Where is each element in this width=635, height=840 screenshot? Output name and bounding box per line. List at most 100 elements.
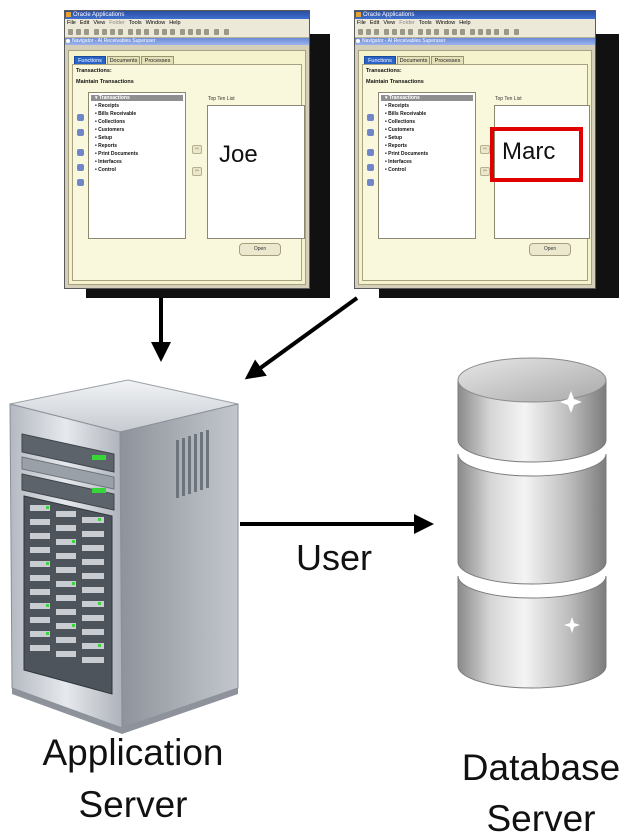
top-ten-label: Top Ten List	[208, 96, 235, 102]
toolbar-icon[interactable]	[84, 29, 89, 35]
top-ten-list[interactable]	[207, 105, 305, 239]
menu-folder[interactable]: Folder	[109, 20, 125, 26]
open-button[interactable]: Open	[529, 243, 571, 256]
menu-view[interactable]: View	[383, 20, 396, 26]
toolbar-icon[interactable]	[144, 29, 149, 35]
oracle-app-icon	[66, 12, 71, 17]
tree-item[interactable]: • Setup	[385, 135, 403, 141]
toolbar-icon[interactable]	[494, 29, 499, 35]
toolbar-icon[interactable]	[426, 29, 431, 35]
expand-branch-icon[interactable]	[77, 149, 84, 156]
expand-icon[interactable]	[77, 114, 84, 121]
toolbar-icon[interactable]	[392, 29, 397, 35]
toolbar-icon[interactable]	[486, 29, 491, 35]
expand-all-icon[interactable]	[77, 164, 84, 171]
tree-item[interactable]: • Print Documents	[385, 151, 429, 157]
toolbar-icon[interactable]	[162, 29, 167, 35]
toolbar-icon[interactable]	[374, 29, 379, 35]
tree-item[interactable]: • Receipts	[385, 103, 409, 109]
toolbar-icon[interactable]	[358, 29, 363, 35]
menu-file[interactable]: File	[67, 20, 76, 26]
db-server-label-line2: Server	[486, 798, 596, 839]
toolbar-icon[interactable]	[470, 29, 475, 35]
menu-edit[interactable]: Edit	[369, 20, 380, 26]
toolbar-icon[interactable]	[504, 29, 509, 35]
toolbar-icon[interactable]	[452, 29, 457, 35]
toolbar-icon[interactable]	[94, 29, 99, 35]
tree-item[interactable]: • Setup	[95, 135, 113, 141]
user-name-marc: Marc	[502, 138, 556, 165]
remove-from-list-icon[interactable]: ⇦	[480, 167, 490, 176]
toolbar-icon[interactable]	[68, 29, 73, 35]
tree-item[interactable]: • Bills Receivable	[385, 111, 427, 117]
tree-item[interactable]: • Interfaces	[95, 159, 122, 165]
menu-edit[interactable]: Edit	[79, 20, 90, 26]
open-button[interactable]: Open	[239, 243, 281, 256]
collapse-all-icon[interactable]	[77, 179, 84, 186]
collapse-all-icon[interactable]	[367, 179, 374, 186]
menu-tools[interactable]: Tools	[418, 20, 432, 26]
navigator-icon	[356, 39, 360, 43]
toolbar-icon[interactable]	[384, 29, 389, 35]
expand-branch-icon[interactable]	[367, 149, 374, 156]
navigator-title: Navigator - AI Receivables Superuser	[72, 38, 156, 44]
toolbar-icon[interactable]	[418, 29, 423, 35]
menu-file[interactable]: File	[357, 20, 366, 26]
toolbar-icon[interactable]	[214, 29, 219, 35]
heading-transactions: Transactions:	[366, 68, 402, 74]
tree-item[interactable]: • Customers	[385, 127, 415, 133]
collapse-icon[interactable]	[367, 129, 374, 136]
menu-folder[interactable]: Folder	[399, 20, 415, 26]
toolbar-icon[interactable]	[444, 29, 449, 35]
toolbar-icon[interactable]	[204, 29, 209, 35]
tree-item[interactable]: • Customers	[95, 127, 125, 133]
add-to-list-icon[interactable]: ⇨	[480, 145, 490, 154]
tree-item[interactable]: • Collections	[95, 119, 126, 125]
toolbar-icon[interactable]	[170, 29, 175, 35]
expand-icon[interactable]	[367, 114, 374, 121]
toolbar-icon[interactable]	[400, 29, 405, 35]
tree-item[interactable]: ▾ Transactions	[381, 95, 473, 101]
menu-help[interactable]: Help	[169, 20, 181, 26]
toolbar-icon[interactable]	[118, 29, 123, 35]
toolbar-icon[interactable]	[188, 29, 193, 35]
toolbar-icon[interactable]	[408, 29, 413, 35]
help-icon[interactable]	[224, 29, 229, 35]
menu-window[interactable]: Window	[145, 20, 166, 26]
tree-item[interactable]: • Collections	[385, 119, 416, 125]
tree-item[interactable]: • Print Documents	[95, 151, 139, 157]
toolbar-icon[interactable]	[110, 29, 115, 35]
tree-item[interactable]: • Control	[95, 167, 116, 173]
menu-view[interactable]: View	[93, 20, 106, 26]
toolbar-icon[interactable]	[196, 29, 201, 35]
toolbar-icon[interactable]	[136, 29, 141, 35]
menu-tools[interactable]: Tools	[128, 20, 142, 26]
toolbar-icon[interactable]	[434, 29, 439, 35]
help-icon[interactable]	[514, 29, 519, 35]
toolbar-icon[interactable]	[366, 29, 371, 35]
menu-help[interactable]: Help	[459, 20, 471, 26]
tree-item[interactable]: • Interfaces	[385, 159, 412, 165]
toolbar-icon[interactable]	[460, 29, 465, 35]
tree-item[interactable]: • Control	[385, 167, 406, 173]
db-server-label-line1: Database	[461, 747, 621, 788]
tree-item[interactable]: • Receipts	[95, 103, 119, 109]
remove-from-list-icon[interactable]: ⇦	[192, 167, 202, 176]
toolbar-icon[interactable]	[154, 29, 159, 35]
tree-item[interactable]: • Reports	[95, 143, 118, 149]
toolbar-icon[interactable]	[478, 29, 483, 35]
toolbar-icon[interactable]	[128, 29, 133, 35]
menu-window[interactable]: Window	[435, 20, 456, 26]
database-server-icon	[457, 357, 607, 689]
toolbar-icon[interactable]	[180, 29, 185, 35]
toolbar-icon[interactable]	[102, 29, 107, 35]
add-to-list-icon[interactable]: ⇨	[192, 145, 202, 154]
collapse-icon[interactable]	[77, 129, 84, 136]
tree-item[interactable]: • Bills Receivable	[95, 111, 137, 117]
tree-item[interactable]: ▾ Transactions	[91, 95, 183, 101]
toolbar-icon[interactable]	[76, 29, 81, 35]
tree-item[interactable]: • Reports	[385, 143, 408, 149]
expand-all-icon[interactable]	[367, 164, 374, 171]
top-ten-label: Top Ten List	[495, 96, 522, 102]
